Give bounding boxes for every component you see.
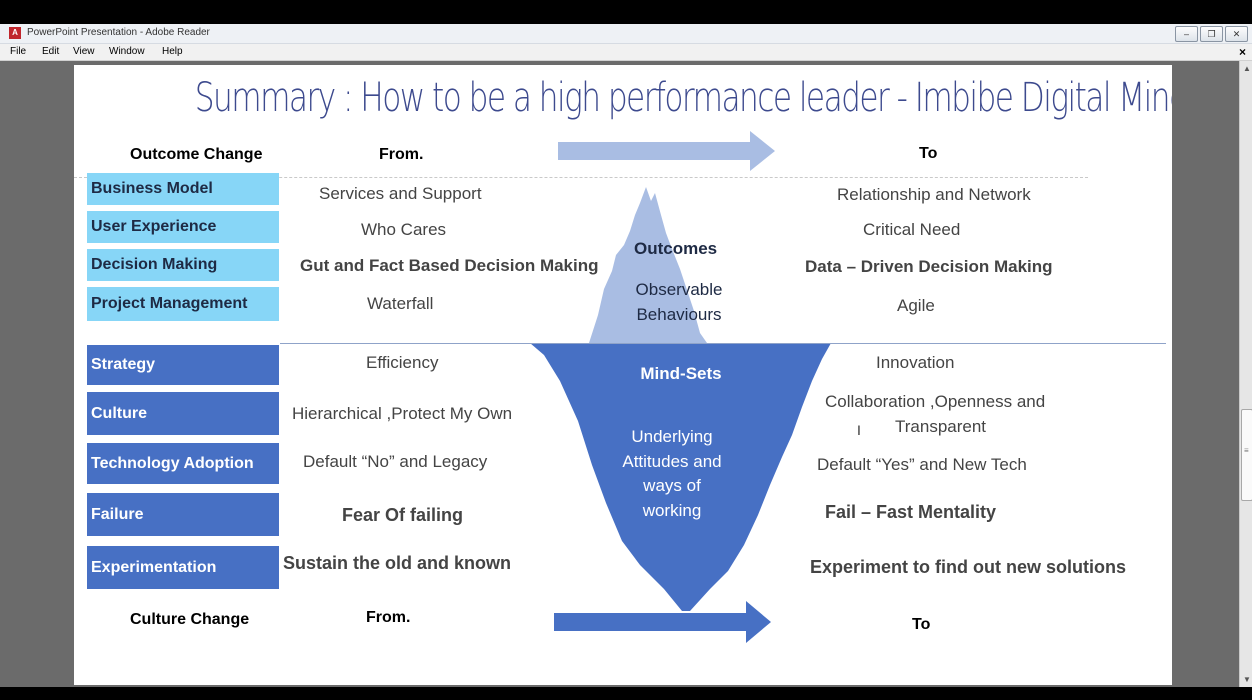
to-header-bottom: To xyxy=(912,616,931,633)
scroll-thumb[interactable]: ≡ xyxy=(1241,409,1252,501)
to-project-management: Agile xyxy=(897,296,935,315)
from-header-bottom: From. xyxy=(366,609,411,626)
minimize-button[interactable]: – xyxy=(1175,26,1198,42)
menu-edit[interactable]: Edit xyxy=(42,46,60,57)
menu-view[interactable]: View xyxy=(73,46,95,57)
to-header-top: To xyxy=(919,145,938,162)
scroll-down-icon[interactable]: ▼ xyxy=(1243,675,1251,684)
title-bar: A PowerPoint Presentation - Adobe Reader… xyxy=(0,24,1252,44)
from-business-model: Services and Support xyxy=(319,184,482,203)
label-culture: Culture xyxy=(87,392,279,435)
iceberg-underlying-line4: working xyxy=(642,501,702,520)
from-header-top: From. xyxy=(379,146,424,163)
to-strategy: Innovation xyxy=(876,353,955,372)
to-business-model: Relationship and Network xyxy=(837,185,1031,204)
label-experimentation: Experimentation xyxy=(87,546,279,589)
from-failure: Fear Of failing xyxy=(342,505,464,525)
dashed-separator xyxy=(74,177,1088,178)
from-technology-adoption: Default “No” and Legacy xyxy=(303,452,488,471)
iceberg-mindsets-label: Mind-Sets xyxy=(640,364,722,383)
to-user-experience: Critical Need xyxy=(863,220,961,239)
label-decision-making: Decision Making xyxy=(87,249,279,281)
from-user-experience: Who Cares xyxy=(361,220,447,239)
from-culture: Hierarchical ,Protect My Own xyxy=(292,404,513,423)
label-strategy: Strategy xyxy=(87,345,279,385)
close-button[interactable]: ✕ xyxy=(1225,26,1248,42)
label-user-experience: User Experience xyxy=(87,211,279,243)
iceberg-underlying-line3: ways of xyxy=(643,476,701,495)
iceberg-outcomes-label: Outcomes xyxy=(634,239,718,258)
transition-arrow-bottom xyxy=(554,601,771,643)
outcome-change-header: Outcome Change xyxy=(130,146,263,163)
iceberg-underlying-line2: Attitudes and xyxy=(622,452,722,471)
waterline xyxy=(280,343,1166,344)
text-cursor-icon: I xyxy=(857,422,861,438)
from-strategy: Efficiency xyxy=(366,353,439,372)
grip-icon: ≡ xyxy=(1244,446,1249,455)
to-technology-adoption: Default “Yes” and New Tech xyxy=(817,455,1027,474)
to-failure: Fail – Fast Mentality xyxy=(825,502,997,522)
bottom-bar xyxy=(0,687,1252,700)
to-decision-making: Data – Driven Decision Making xyxy=(805,257,1053,276)
transition-arrow-top xyxy=(558,131,775,171)
menu-file[interactable]: File xyxy=(10,46,27,57)
pdf-icon: A xyxy=(9,27,21,39)
restore-button[interactable]: ❐ xyxy=(1200,26,1223,42)
iceberg-observable-line1: Observable xyxy=(635,280,723,299)
to-culture-line1: Collaboration ,Openness and xyxy=(825,392,1046,411)
slide-title: Summary : How to be a high performance l… xyxy=(194,75,1172,121)
label-project-management: Project Management xyxy=(87,287,279,321)
menu-bar: File Edit View Window Help × xyxy=(0,44,1252,61)
scroll-up-icon[interactable]: ▲ xyxy=(1243,64,1251,73)
menu-window[interactable]: Window xyxy=(109,46,145,57)
label-business-model: Business Model xyxy=(87,173,279,205)
label-technology-adoption: Technology Adoption xyxy=(87,443,279,484)
window-controls: – ❐ ✕ xyxy=(1175,26,1248,42)
slide-page: Summary : How to be a high performance l… xyxy=(74,65,1172,685)
menu-help[interactable]: Help xyxy=(162,46,183,57)
label-failure: Failure xyxy=(87,493,279,536)
iceberg-observable-line2: Behaviours xyxy=(636,305,722,324)
iceberg-graphic xyxy=(530,187,831,611)
to-experimentation: Experiment to find out new solutions xyxy=(810,557,1127,577)
from-decision-making: Gut and Fact Based Decision Making xyxy=(300,256,599,275)
window-title: PowerPoint Presentation - Adobe Reader xyxy=(27,27,210,38)
to-culture-line2: Transparent xyxy=(895,417,987,436)
culture-change-header: Culture Change xyxy=(130,611,250,628)
iceberg-underlying-line1: Underlying xyxy=(631,427,713,446)
vertical-scrollbar[interactable]: ▲ ≡ ▼ xyxy=(1239,61,1252,687)
from-project-management: Waterfall xyxy=(367,294,434,313)
close-document-icon[interactable]: × xyxy=(1238,45,1246,59)
from-experimentation: Sustain the old and known xyxy=(283,553,512,573)
